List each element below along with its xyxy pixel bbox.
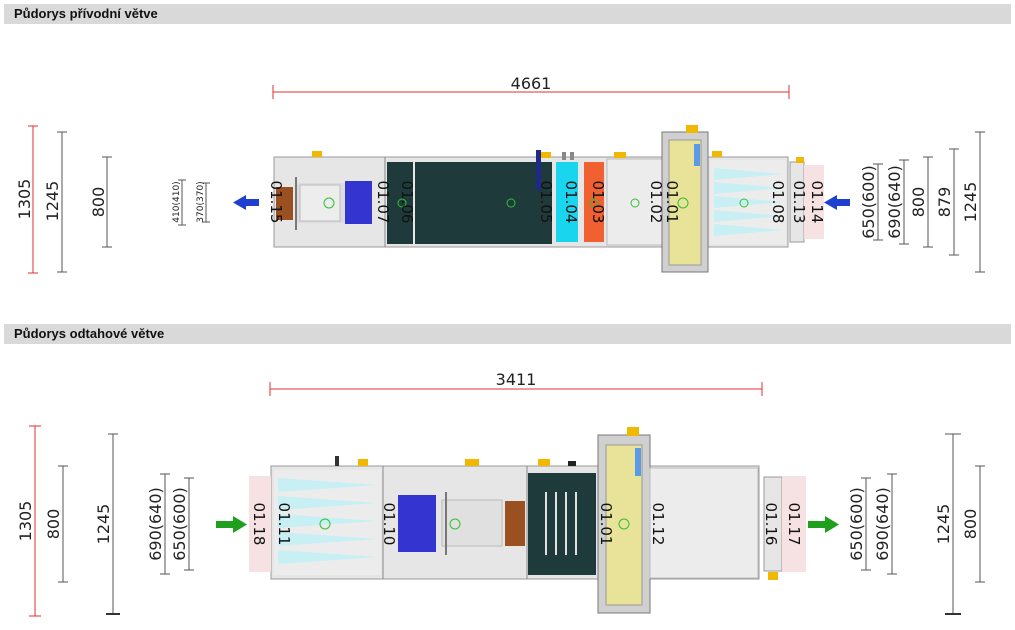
supply-module-0114 (804, 165, 824, 239)
supply-dim-650-600: 650(600) (859, 165, 878, 239)
exhaust-module-0112 (649, 467, 759, 579)
exhaust-dim-1245: 1245 (94, 504, 113, 545)
supply-dim-1245: 1245 (43, 181, 62, 222)
section-header-exhaust: Půdorys odtahové větve (4, 324, 1011, 344)
supply-heat-wheel (661, 125, 709, 273)
supply-dim-800-right: 800 (909, 187, 928, 218)
supply-left-dimensions: 1305 1245 800 410(410) 370(370) (15, 125, 210, 274)
exhaust-label-0110: 01.10 (380, 503, 398, 546)
supply-fan (345, 181, 372, 224)
exhaust-label-0117: 01.17 (785, 503, 803, 546)
exhaust-module-0118 (249, 476, 271, 572)
exhaust-left-dimensions: 1305 800 1245 690(640) 650(600) (16, 425, 194, 617)
supply-label-0103: 01.03 (589, 181, 607, 224)
exhaust-label-0112: 01.12 (649, 503, 667, 546)
supply-dim-1245-right: 1245 (961, 182, 980, 223)
supply-label-0113: 01.13 (790, 181, 808, 224)
supply-module-0115 (276, 177, 345, 230)
exhaust-inlet-arrow (216, 516, 247, 533)
supply-fan-indicator-icon (323, 197, 335, 209)
supply-dim-690-640: 690(640) (885, 165, 904, 239)
section-header-supply: Půdorys přívodní větve (4, 4, 1011, 24)
exhaust-right-dimensions: 650(600) 690(640) 1245 800 (847, 433, 985, 615)
supply-overall-dimension: 4661 (272, 74, 790, 99)
exhaust-label-0101: 01.01 (597, 503, 615, 546)
supply-dim-800: 800 (89, 187, 108, 218)
exhaust-branch: 3411 1305 800 1245 690(640) 650(600) (16, 370, 985, 617)
exhaust-dim-800: 800 (44, 509, 63, 540)
supply-duct-370: 370(370) (196, 181, 206, 222)
exhaust-outlet-arrow (808, 516, 839, 533)
exhaust-coil (528, 473, 596, 575)
supply-label-0108: 01.08 (769, 181, 787, 224)
exhaust-module-0117 (782, 476, 806, 572)
supply-sensor-rod (536, 150, 541, 190)
supply-duct-410: 410(410) (172, 181, 182, 222)
exhaust-overall-dimension: 3411 (269, 370, 763, 396)
supply-filter-0108 (710, 160, 786, 244)
exhaust-duct-650-600: 650(600) (170, 487, 189, 561)
supply-dim-1305: 1305 (15, 179, 34, 220)
supply-label-0104: 01.04 (562, 181, 580, 224)
exhaust-label-0116: 01.16 (762, 503, 780, 546)
exhaust-label-0111: 01.11 (275, 503, 293, 546)
exhaust-filter-0111 (274, 470, 381, 575)
exhaust-dim-800-right: 800 (961, 509, 980, 540)
supply-label-0102: 01.02 (647, 181, 665, 224)
exhaust-duct-690-640: 690(640) (146, 487, 165, 561)
supply-branch: 4661 1305 1245 800 410(410) 370(370) (15, 74, 985, 274)
supply-overall-length: 4661 (511, 74, 552, 93)
supply-label-0101: 01.01 (663, 181, 681, 224)
supply-module-0103 (584, 162, 604, 242)
supply-label-0114: 01.14 (808, 181, 826, 224)
supply-label-0115: 01.15 (267, 181, 285, 224)
supply-label-0106: 01.06 (398, 181, 416, 224)
supply-outlet-arrow (233, 195, 259, 210)
supply-right-dimensions: 650(600) 690(640) 800 879 1245 (859, 131, 985, 273)
exhaust-overall-length: 3411 (496, 370, 537, 389)
exhaust-fan-section (398, 492, 525, 555)
exhaust-dim-1245-right: 1245 (934, 504, 953, 545)
supply-module-0102 (606, 158, 664, 246)
supply-dim-879: 879 (935, 187, 954, 218)
supply-coil-0107 (387, 162, 413, 244)
supply-coil-0106 (415, 162, 552, 244)
supply-module-0104 (556, 162, 578, 242)
exhaust-dim-1305: 1305 (16, 501, 35, 542)
exhaust-dim-690-640: 690(640) (873, 487, 892, 561)
supply-inlet-arrow (824, 195, 850, 210)
supply-label-0107: 01.07 (374, 181, 392, 224)
exhaust-label-0118: 01.18 (250, 503, 268, 546)
supply-label-0105: 01.05 (537, 181, 555, 224)
exhaust-dim-650-600: 650(600) (847, 487, 866, 561)
